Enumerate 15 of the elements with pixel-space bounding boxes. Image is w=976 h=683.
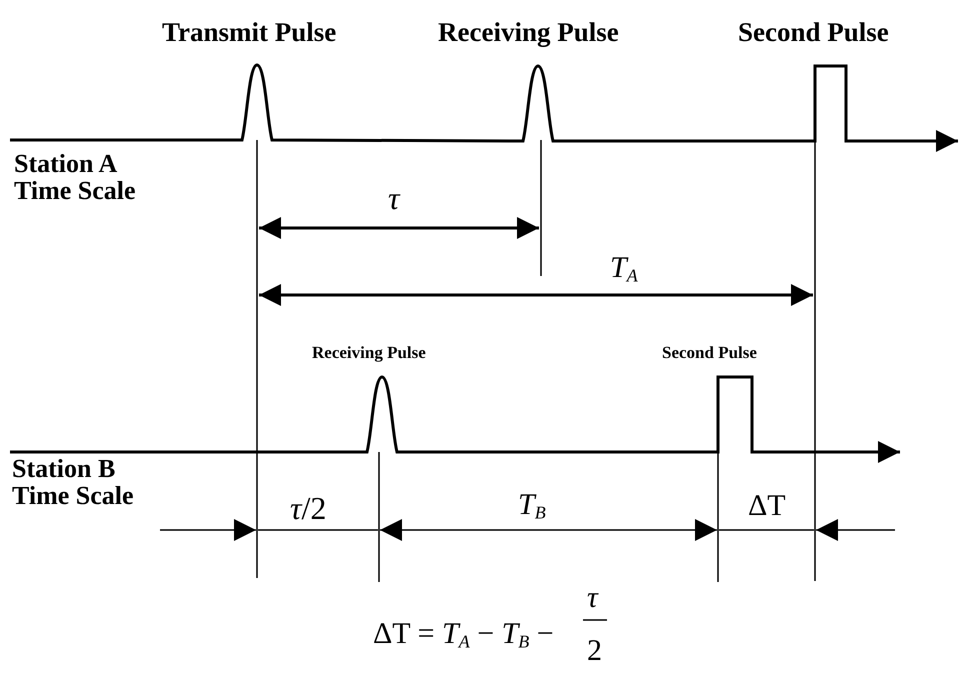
dimension-label: ΔT (748, 490, 786, 522)
dimension-label: τ/2 (290, 492, 326, 526)
formula: ΔT = T$_{A}$ − T$_{B}$ − (373, 618, 554, 652)
dimension-label: T$_{A}$ (610, 252, 638, 286)
pulse-label: Transmit Pulse (162, 18, 336, 46)
pulse-label: Receiving Pulse (438, 18, 619, 46)
dimension-label: τ (388, 182, 400, 216)
dimension-label: T$_{B}$ (518, 489, 546, 522)
axis-label: Station A Time Scale (14, 150, 137, 205)
pulse-label: Receiving Pulse (312, 344, 426, 362)
axis-label: Station B Time Scale (12, 455, 135, 510)
pulse-label: Second Pulse (738, 18, 889, 46)
formula-denominator: 2 (587, 635, 602, 666)
formula-numerator: τ (587, 582, 598, 614)
pulse-label: Second Pulse (662, 344, 757, 362)
